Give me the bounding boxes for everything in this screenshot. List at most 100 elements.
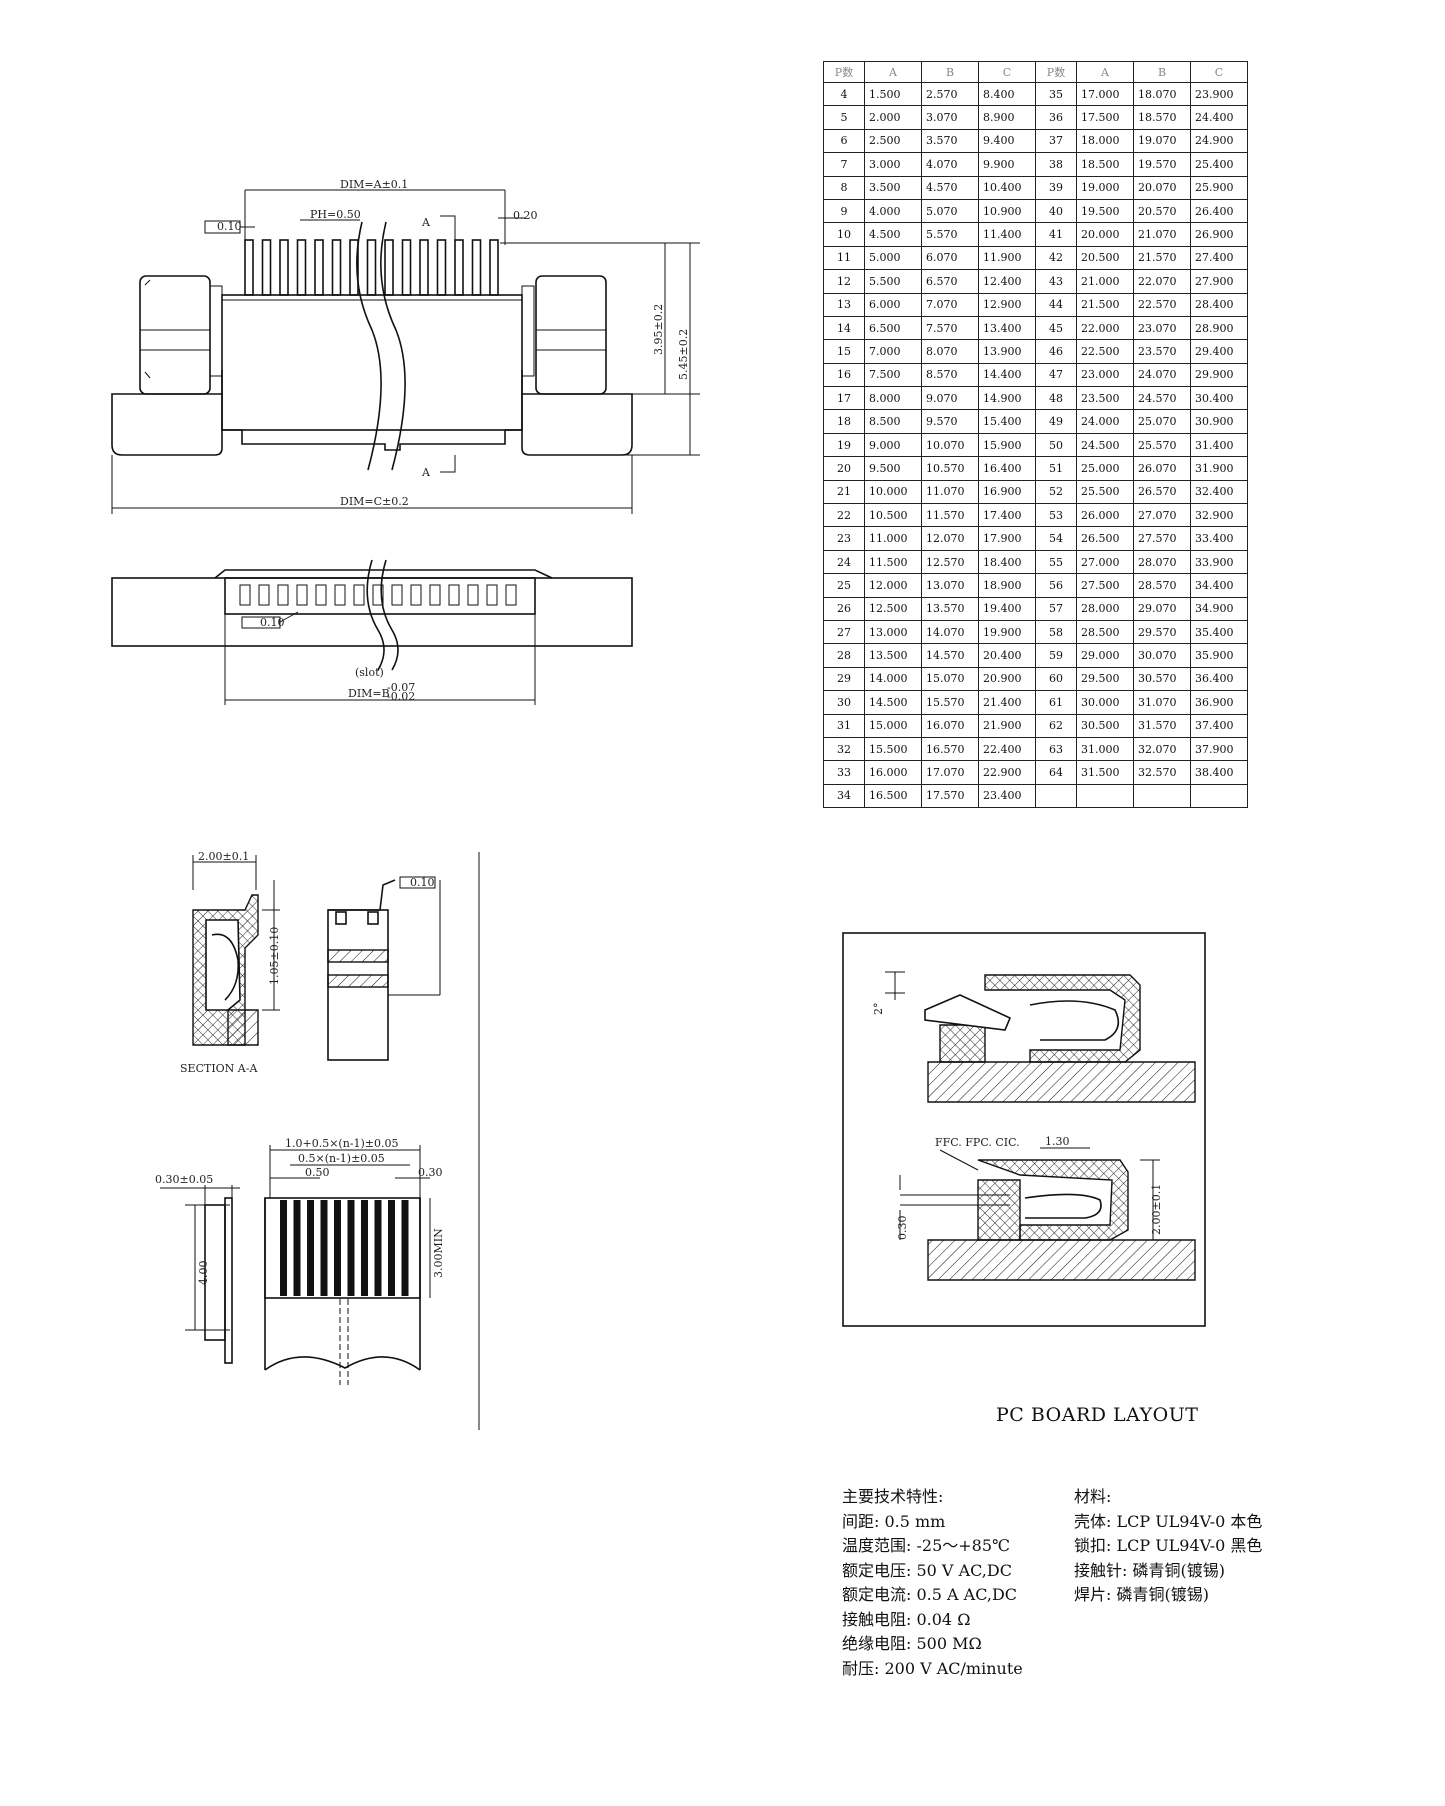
section-mark-top: A [421,216,431,229]
table-cell: 8.400 [978,81,1036,107]
table-cell: 26.400 [1190,198,1248,224]
table-cell [1190,783,1248,809]
table-cell: 32.400 [1190,479,1248,505]
table-cell: 10.070 [921,432,979,458]
table-cell: 53 [1035,503,1077,528]
table-cell: 52 [1035,479,1077,505]
table-cell: 3.070 [921,105,979,130]
table-cell: 19.500 [1076,198,1134,224]
table-cell: 32.070 [1133,736,1191,762]
pin-contact [391,584,403,606]
spec-line: 接触针: 磷青铜(镀锡) [1074,1560,1225,1580]
table-cell: 20.000 [1076,222,1134,247]
table-cell: 29.070 [1133,596,1191,621]
pin-contact [505,584,517,606]
table-cell: 26.070 [1133,456,1191,481]
table-cell: 31.000 [1076,736,1134,762]
table-cell: 5 [823,105,865,130]
table-cell: 11.000 [864,526,922,551]
table-cell: 60 [1035,666,1077,692]
table-cell: 28.500 [1076,619,1134,645]
table-cell: 25.400 [1190,152,1248,177]
table-cell: 64 [1035,760,1077,785]
pin-lead [366,239,377,296]
dim-b-upper: -0.07 [387,681,415,694]
slot-label: (slot) [355,666,384,679]
pin-lead [454,239,464,296]
specs-right-column: 材料:壳体: LCP UL94V-0 本色锁扣: LCP UL94V-0 黑色接… [1074,1485,1262,1608]
table-cell: 26 [823,596,865,621]
table-cell: 27.070 [1133,503,1191,528]
table-cell: 21.570 [1133,245,1191,271]
table-header-cell: B [1133,61,1191,83]
table-cell: 56 [1035,573,1077,598]
table-cell: 14.400 [978,362,1036,388]
table-cell: 57 [1035,596,1077,621]
dim-030-label: 0.30 [896,1216,909,1241]
table-cell: 16.570 [921,736,979,762]
table-cell: 29 [823,666,865,692]
table-cell [1076,783,1134,809]
table-cell: 17.000 [1076,81,1134,107]
table-cell: 19.070 [1133,128,1191,154]
table-cell: 36.400 [1190,666,1248,692]
table-cell: 25.000 [1076,456,1134,481]
table-cell: 29.900 [1190,362,1248,388]
spec-line: 间距: 0.5 mm [842,1511,946,1531]
table-header-cell: P数 [1035,61,1077,83]
fpc-trace [293,1200,301,1296]
table-cell: 5.070 [921,198,979,224]
table-cell: 12.070 [921,526,979,551]
fpc-lead-label: 0.30 [418,1166,443,1179]
table-cell: 62 [1035,713,1077,738]
pin-lead [244,239,254,296]
table-cell: 8.000 [864,386,922,411]
table-cell: 23.400 [978,783,1036,809]
table-cell: 23.070 [1133,315,1191,341]
table-cell: 27.500 [1076,573,1134,598]
table-cell: 35 [1035,81,1077,107]
table-cell: 4.070 [921,152,979,177]
table-cell: 30.400 [1190,386,1248,411]
fpc-trace [347,1200,355,1296]
table-cell: 21.500 [1076,292,1134,317]
table-cell: 11.070 [921,479,979,505]
table-cell: 55 [1035,549,1077,575]
table-cell: 7.500 [864,362,922,388]
table-cell: 19.400 [978,596,1036,621]
table-cell: 4.570 [921,175,979,200]
table-cell: 3.500 [864,175,922,200]
table-cell: 11.500 [864,549,922,575]
table-cell: 25.070 [1133,409,1191,434]
table-cell: 30.500 [1076,713,1134,738]
table-cell: 20.070 [1133,175,1191,200]
pin-contact [372,584,384,606]
section-aa-drawing: 2.00±0.1 1.05±0.10 0.10 SECTION A-A [180,850,441,1075]
table-cell: 12.900 [978,292,1036,317]
height-1-label: 3.95±0.2 [652,304,665,355]
table-cell: 25.900 [1190,175,1248,200]
pin-contact [448,584,460,606]
table-cell: 29.500 [1076,666,1134,692]
pin-contact [296,584,308,606]
table-cell: 21.900 [978,713,1036,738]
table-header-cell: C [978,61,1036,83]
table-cell: 18.400 [978,549,1036,575]
table-cell: 2.000 [864,105,922,130]
table-cell: 14.570 [921,643,979,668]
tol-020-label: 0.20 [513,209,538,222]
tol-label: 0.10 [217,220,242,233]
fpc-trace [320,1200,328,1296]
fpc-drawing: 1.0+0.5×(n-1)±0.05 0.5×(n-1)±0.05 0.50 0… [155,1137,445,1385]
table-cell: 18.070 [1133,81,1191,107]
